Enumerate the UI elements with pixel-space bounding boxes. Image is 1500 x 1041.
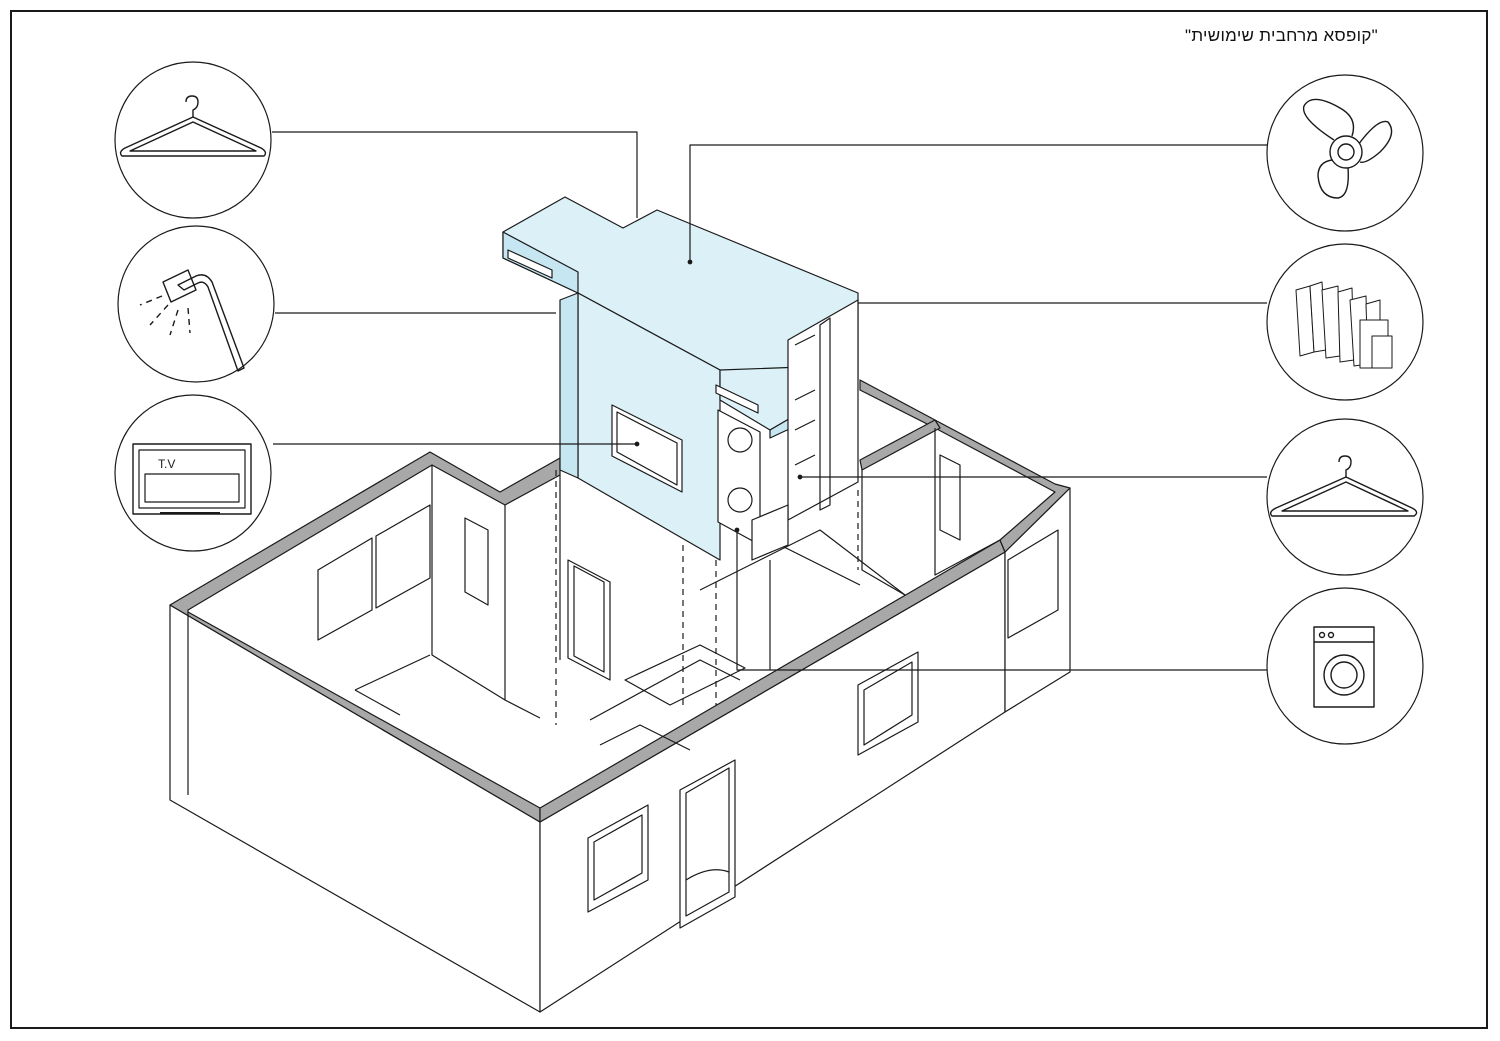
- hanger-icon: [1269, 455, 1418, 517]
- callout-shower: [117, 225, 275, 383]
- washing-machine-icon: [1313, 626, 1375, 708]
- vent: [507, 249, 553, 279]
- apartment-walls: [169, 379, 1071, 1013]
- window: [587, 804, 649, 913]
- projection-lines: [555, 470, 859, 725]
- leader-lines: [272, 131, 1267, 671]
- tv-label: T.V: [158, 457, 175, 471]
- tv-screen: [611, 404, 683, 493]
- callout-washing-machine: [1266, 587, 1424, 745]
- wall-top-right: [859, 379, 1071, 553]
- diagram-title: "קופסא מרחבית שימושית": [1185, 26, 1378, 45]
- callout-tv: T.V: [114, 394, 272, 552]
- entrance-door: [679, 759, 736, 929]
- callout-books: [1266, 243, 1424, 401]
- callout-fan: [1266, 74, 1424, 232]
- window: [857, 651, 919, 756]
- fan-icon: [1302, 98, 1393, 199]
- drawing-frame: [10, 10, 1488, 1029]
- shower-icon: [139, 269, 245, 372]
- books-icon: [1295, 281, 1393, 369]
- callout-hanger-left: [114, 61, 272, 219]
- vent: [715, 384, 759, 414]
- window: [317, 537, 373, 641]
- callout-hanger-right: [1266, 418, 1424, 576]
- functional-box: [502, 196, 859, 725]
- hanger-icon: [119, 95, 267, 157]
- tv-icon: [132, 443, 252, 515]
